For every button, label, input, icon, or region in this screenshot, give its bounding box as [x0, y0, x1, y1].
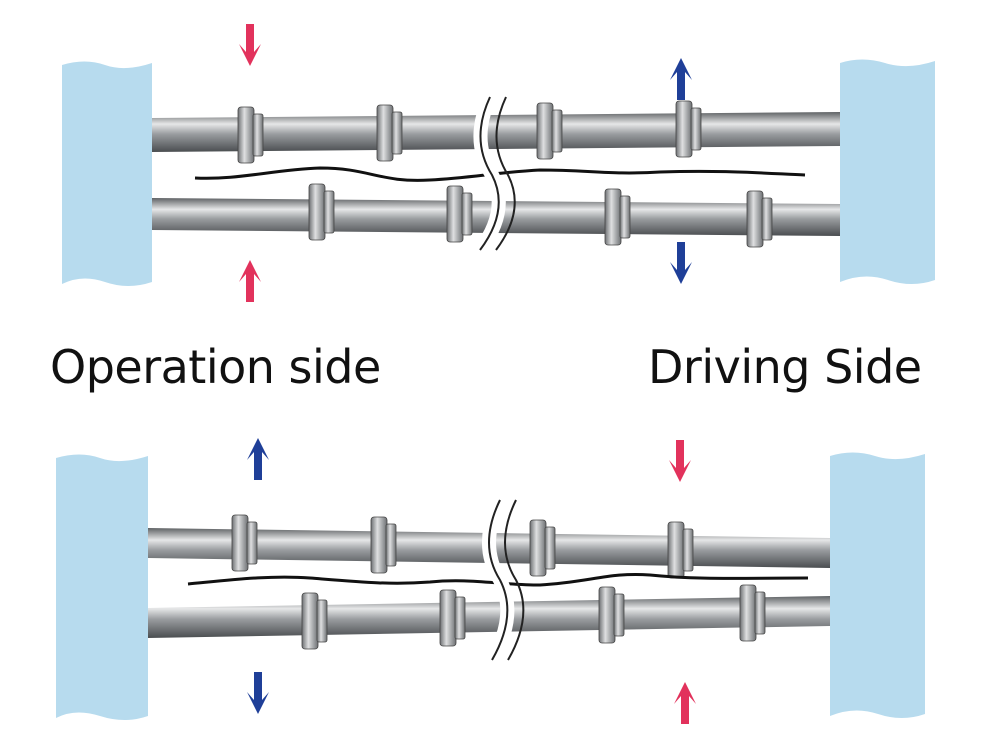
blue-arrow-down-icon — [670, 242, 692, 284]
top-panel — [62, 24, 935, 302]
blue-arrow-down-icon — [247, 672, 269, 714]
blue-arrow-up-icon — [247, 438, 269, 480]
red-arrow-down-icon — [669, 440, 691, 482]
driving-side-label: Driving Side — [648, 340, 922, 394]
red-arrow-up-icon — [239, 260, 261, 302]
housing-left — [56, 454, 148, 720]
red-arrow-down-icon — [239, 24, 261, 66]
red-arrow-up-icon — [674, 682, 696, 724]
housing-left — [62, 61, 152, 286]
break-mark — [473, 94, 516, 255]
lower-roll — [148, 596, 830, 638]
housing-right — [830, 452, 925, 718]
break-mark — [482, 496, 525, 664]
strip — [187, 572, 809, 587]
bottom-panel — [56, 438, 925, 724]
housing-right — [840, 59, 935, 284]
blue-arrow-up-icon — [670, 58, 692, 100]
operation-side-label: Operation side — [50, 340, 381, 394]
